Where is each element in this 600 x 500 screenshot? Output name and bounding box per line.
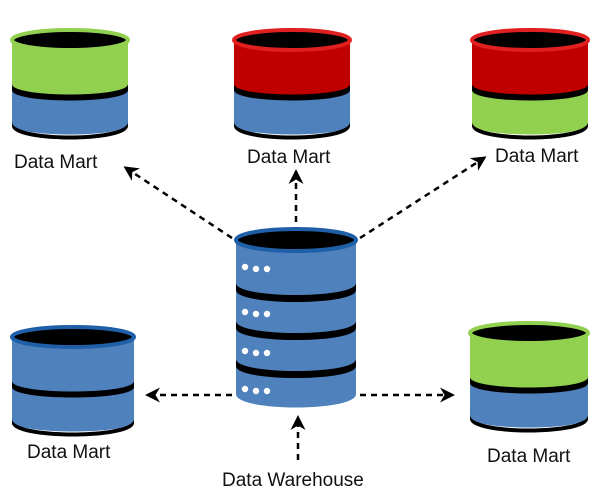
arrows-layer — [123, 156, 487, 460]
data-mart-band-divider — [12, 381, 134, 398]
data-warehouse-label: Data Warehouse — [222, 470, 364, 491]
arrow-to-top-right-mart — [359, 156, 487, 240]
data-mart-top-band — [472, 40, 588, 97]
data-mart-top — [470, 28, 590, 52]
warehouse-slot-divider — [236, 283, 356, 302]
server-lights-icon — [241, 385, 271, 395]
data-mart-top — [468, 321, 590, 345]
data-mart-top — [232, 28, 352, 52]
server-lights-icon — [241, 263, 271, 273]
data-mart-cylinder — [10, 28, 130, 140]
data-mart-top-band — [12, 40, 128, 97]
data-mart-base — [12, 122, 128, 140]
data-mart-cylinder — [232, 28, 352, 140]
server-lights-icon — [241, 308, 271, 318]
data-mart-base — [234, 122, 350, 140]
server-lights-icon — [241, 347, 271, 357]
warehouse-top — [234, 227, 358, 253]
data-mart-top — [10, 325, 136, 349]
data-mart-band-divider — [472, 84, 588, 101]
data-mart-base — [470, 415, 588, 433]
data-mart-label: Data Mart — [487, 446, 571, 467]
data-mart-label: Data Mart — [14, 152, 98, 173]
data-mart-base — [472, 122, 588, 140]
data-mart-top — [10, 28, 130, 52]
data-mart-cylinder — [470, 28, 590, 140]
warehouse-body — [236, 240, 356, 408]
data-mart-top-band — [234, 40, 350, 97]
arrow-to-top-left-mart — [123, 166, 233, 240]
data-mart-label: Data Mart — [27, 442, 111, 463]
data-mart-cylinder — [10, 325, 136, 437]
data-mart-band-divider — [470, 377, 588, 394]
data-mart-base — [12, 419, 134, 437]
data-mart-label: Data Mart — [495, 146, 579, 167]
data-mart-band-divider — [12, 84, 128, 101]
data-mart-top-band — [470, 333, 588, 390]
data-mart-label: Data Mart — [247, 147, 331, 168]
data-mart-band-divider — [234, 84, 350, 101]
data-warehouse-cylinder — [234, 227, 358, 408]
warehouse-slot-divider — [236, 359, 356, 378]
data-mart-top-band — [12, 337, 134, 394]
warehouse-slot-divider — [236, 321, 356, 340]
data-marts-layer — [10, 28, 590, 437]
data-mart-cylinder — [468, 321, 590, 433]
